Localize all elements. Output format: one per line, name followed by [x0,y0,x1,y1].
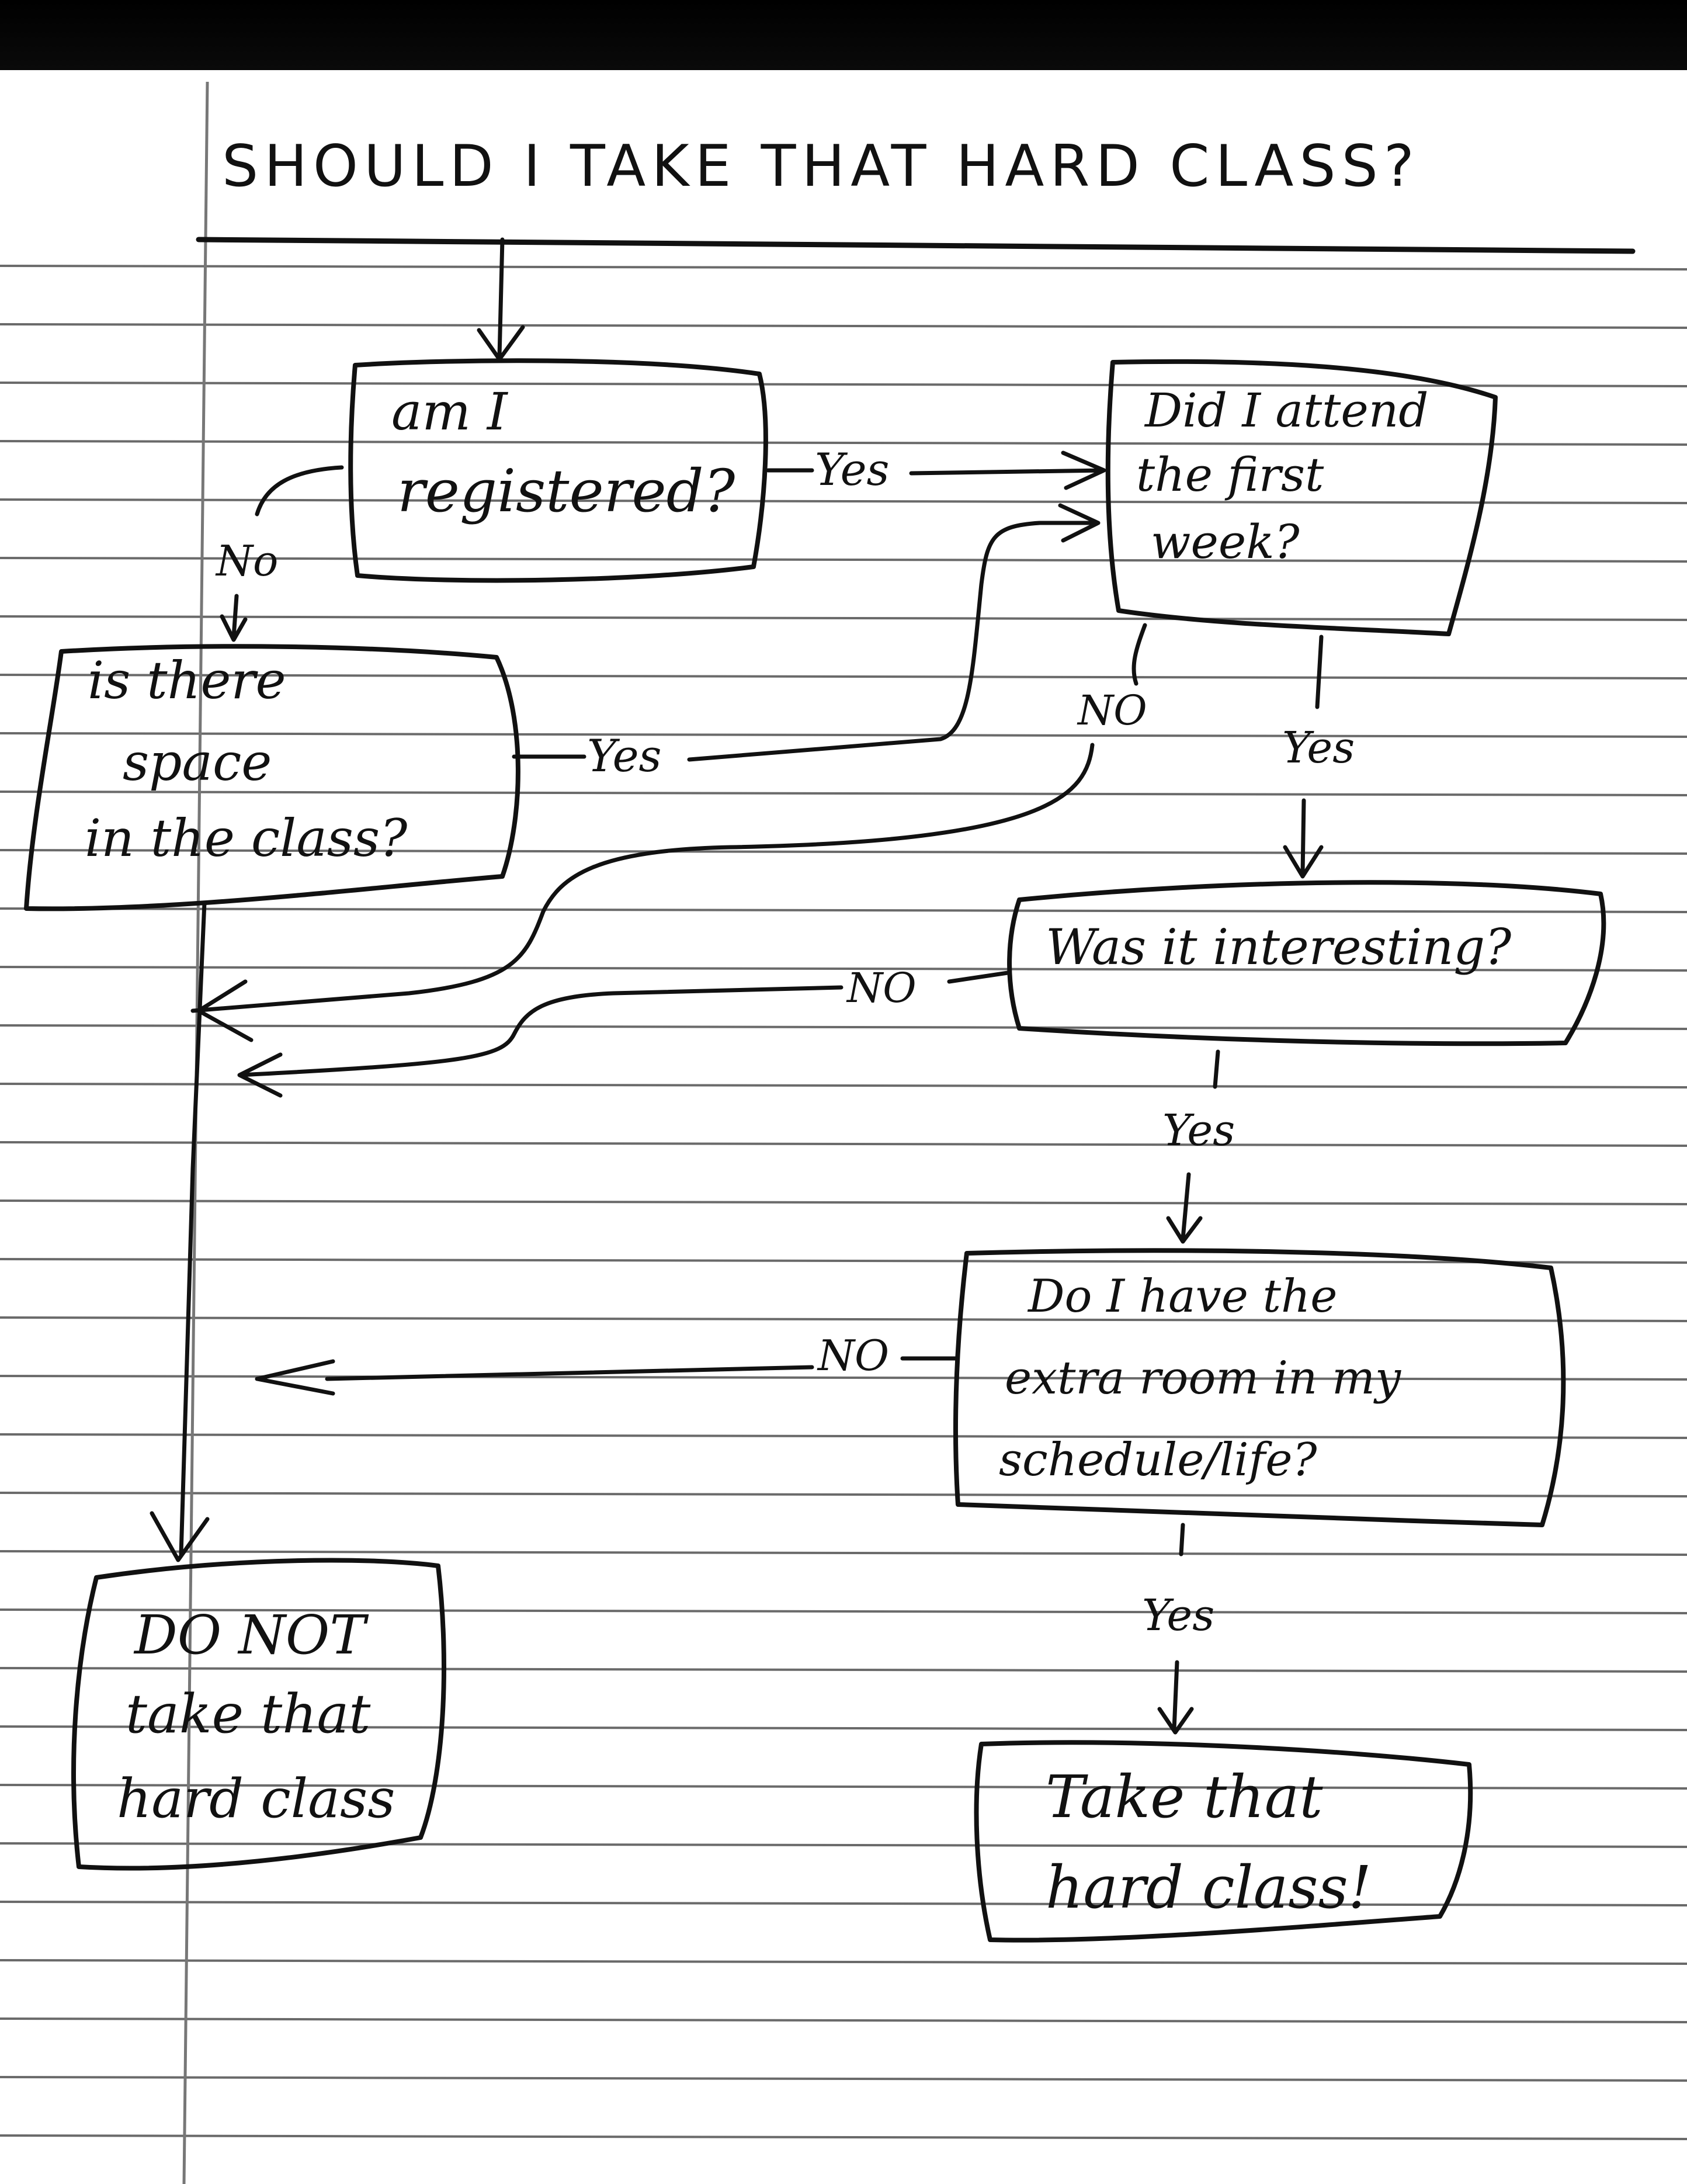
node-do-not-line-1: DO NOT [133,1604,369,1666]
ruled-line [0,907,1687,913]
edge-first-week-no-line-a [1131,623,1147,686]
ruled-line [0,966,1687,972]
ruled-line [0,2134,1687,2140]
ruled-line [0,1784,1687,1790]
node-do-not-line-2: take that [126,1683,371,1745]
lined-paper [0,70,1687,2184]
node-take-line-2: hard class! [1046,1853,1372,1922]
edge-registered-no-arrow [220,594,248,642]
edge-first-week-yes-arrow [1283,798,1324,879]
node-take-line-1: Take that [1046,1763,1323,1831]
node-space-line-2: space [123,732,272,792]
ruled-line [0,1608,1687,1614]
edge-first-week-yes-label: Yes [1282,723,1355,773]
ruled-line [0,1667,1687,1673]
edge-extra-room-yes-arrow [1157,1660,1194,1735]
node-registered-box [348,358,768,583]
node-space-line-1: is there [88,650,286,710]
node-space: is there space in the class? [24,644,520,911]
edge-interesting-no-arrow [237,985,844,1098]
node-do-not: DO NOT take that hard class [71,1558,446,1871]
ruled-line [0,849,1687,855]
edges: No Yes Yes NO Yes NO Yes [150,237,1355,1735]
edge-extra-room-no-label: NO [817,1331,889,1380]
edge-interesting-no-label: NO [846,964,917,1012]
ruled-line [0,440,1687,446]
ruled-lines [0,265,1687,2140]
ruled-line [0,732,1687,738]
node-first-week-line-2: the first [1136,448,1324,502]
ruled-line [0,2076,1687,2082]
title-underline [196,237,1636,254]
ruled-line [0,1024,1687,1030]
node-space-line-3: in the class? [85,808,408,868]
node-registered: am I registered? [348,358,768,583]
node-do-not-box [71,1558,446,1871]
node-extra-room-line-2: extra room in my [1005,1352,1401,1405]
ruled-line [0,1083,1687,1088]
node-take-box [974,1740,1473,1943]
edge-space-yes-label: Yes [587,730,662,782]
edge-registered-no-label: No [215,536,278,585]
ruled-line [0,323,1687,329]
node-take: Take that hard class! [974,1740,1473,1943]
edge-registered-no-line [255,465,344,516]
ruled-line [0,1141,1687,1147]
edge-space-yes-arrow [687,503,1101,762]
ruled-line [0,1316,1687,1322]
node-do-not-line-3: hard class [117,1767,395,1830]
edge-interesting-yes-line-a [1213,1049,1220,1089]
ruled-line [0,1959,1687,1965]
node-first-week-box [1105,359,1498,636]
edge-interesting-no-line-a [947,970,1010,984]
edge-extra-room-yes-label: Yes [1142,1590,1214,1641]
edge-start-arrow [477,237,525,362]
node-first-week-line-3: week? [1151,515,1300,569]
ruled-line [0,2017,1687,2023]
node-extra-room: Do I have the extra room in my schedule/… [953,1248,1566,1527]
edge-interesting-yes-label: Yes [1162,1105,1235,1156]
node-first-week-line-1: Did I attend [1144,383,1428,438]
ruled-line [0,1200,1687,1205]
ruled-line [0,1433,1687,1439]
edge-interesting-yes-arrow [1166,1172,1203,1244]
ruled-line [0,382,1687,387]
ruled-line [0,1550,1687,1556]
edge-extra-room-no-arrow [255,1359,814,1396]
ruled-line [0,1375,1687,1381]
ruled-line [0,1492,1687,1497]
node-extra-room-line-1: Do I have the [1027,1270,1337,1323]
edge-no-collector-arrow [150,900,210,1562]
edge-registered-yes-label: Yes [815,443,890,495]
ruled-line [0,1901,1687,1906]
ruled-line [0,674,1687,680]
edge-extra-room-yes-line-a [1179,1523,1185,1556]
edge-first-week-no-label: NO [1077,687,1147,734]
ruled-line [0,557,1687,563]
ruled-line [0,498,1687,504]
ruled-line [0,1725,1687,1731]
diagram-title: SHOULD I TAKE THAT HARD CLASS? [222,133,1420,200]
node-registered-line-1: am I [391,382,509,442]
edge-registered-yes-arrow [909,450,1106,490]
edge-first-week-yes-line-a [1315,635,1324,709]
node-interesting-box [1007,880,1606,1046]
ruled-line [0,615,1687,621]
ruled-line [0,1258,1687,1264]
node-first-week: Did I attend the first week? [1105,359,1498,636]
node-interesting: Was it interesting? [1007,880,1606,1046]
node-space-box [24,644,520,911]
node-interesting-line-1: Was it interesting? [1046,918,1512,976]
ruled-line [0,265,1687,271]
node-extra-room-line-3: schedule/life? [999,1434,1318,1486]
ruled-line [0,1842,1687,1848]
node-extra-room-box [953,1248,1566,1527]
node-registered-line-2: registered? [397,457,736,525]
ruled-line [0,791,1687,796]
